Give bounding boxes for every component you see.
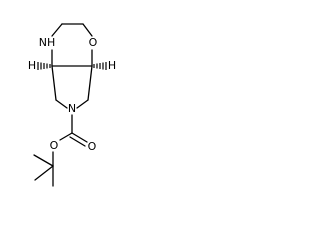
atom-o-carbonyl: O	[88, 140, 97, 153]
stereo-hash-left	[37, 62, 51, 70]
bond-c5-n	[55, 99, 68, 109]
atom-h-left: H	[28, 59, 36, 72]
atom-nh: NH	[39, 36, 56, 49]
bond-n-c7	[76, 99, 89, 109]
atom-n-ring: N	[68, 102, 76, 115]
atom-h-right: H	[108, 59, 116, 72]
bond-c4a-c5	[51, 65, 57, 101]
bond-c2-o	[82, 23, 93, 37]
atom-o-ring: O	[89, 36, 98, 49]
stereo-hash-right	[93, 62, 107, 70]
bond-nh-c1	[51, 23, 63, 37]
structure-canvas: NH O H H N O O	[0, 0, 152, 212]
bond-tbu-me1	[33, 154, 54, 167]
bond-tbu-me2	[34, 165, 54, 181]
atom-o-ester: O	[50, 139, 59, 152]
bond-c7-c7a	[87, 65, 93, 101]
bond-carbonyl-double-b	[69, 136, 86, 147]
bond-carbonyl-double-a	[71, 132, 88, 143]
bond-c-o-ester	[59, 132, 73, 141]
molecule-drawing: NH O H H N O O	[28, 23, 116, 187]
